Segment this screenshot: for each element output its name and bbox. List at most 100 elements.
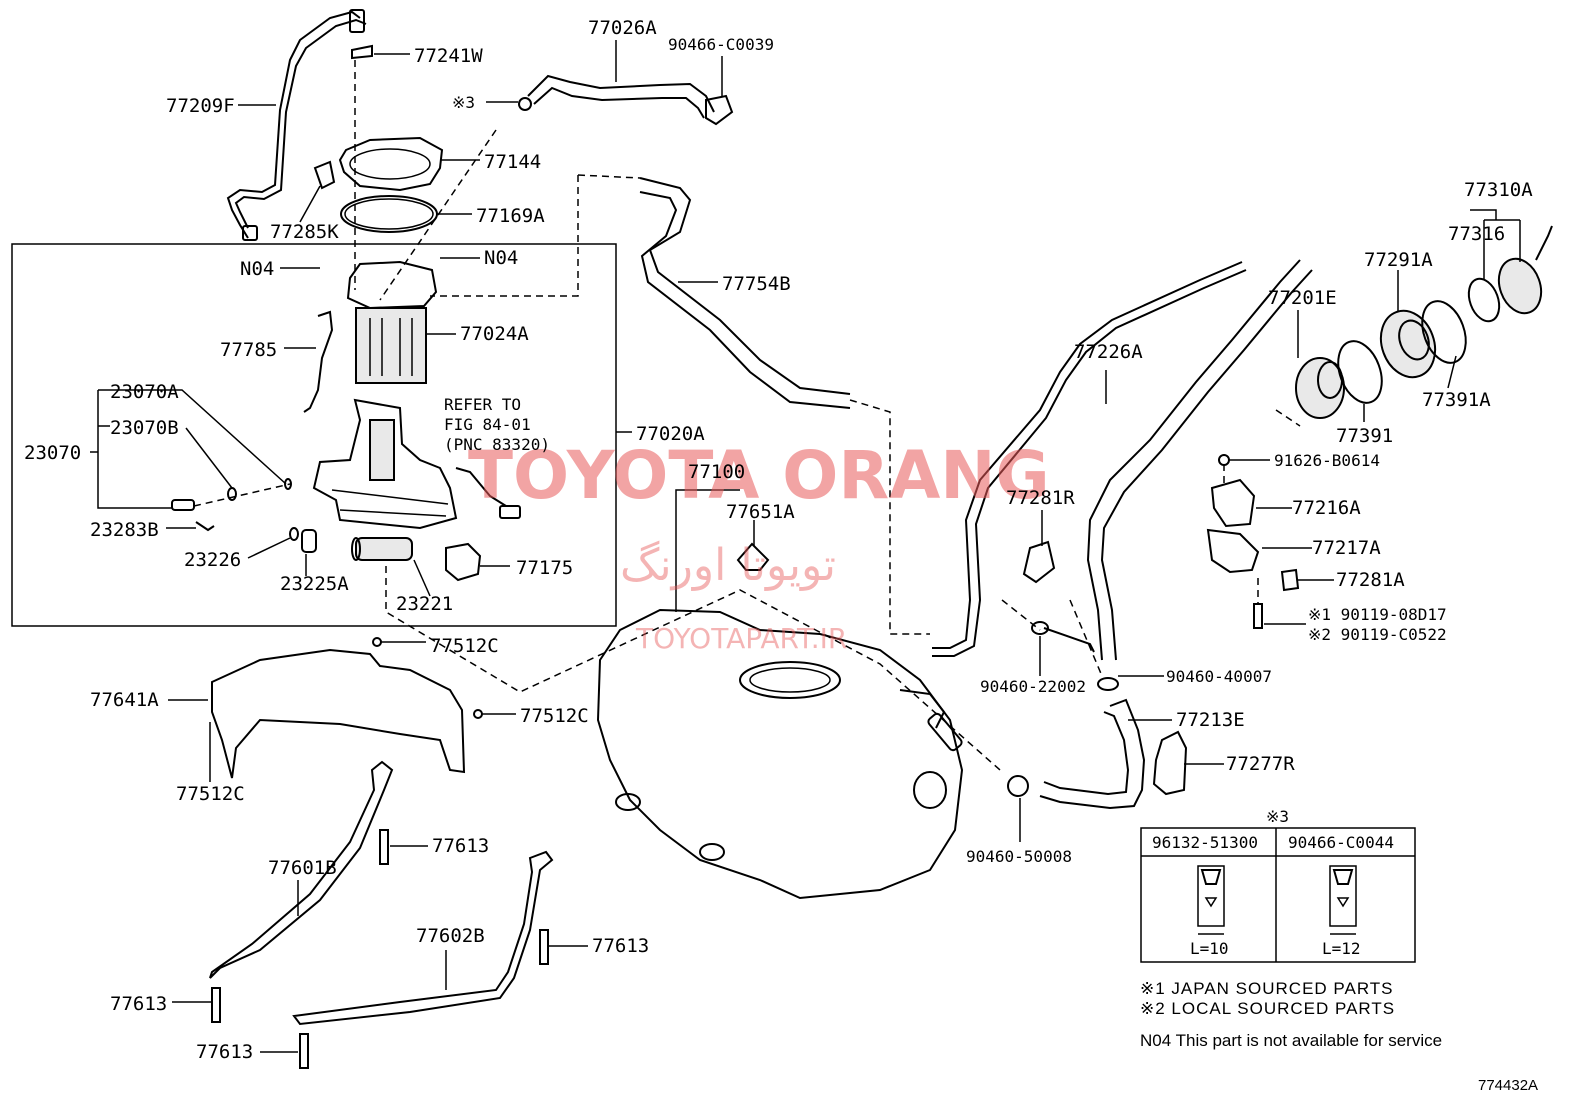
protector-77277R — [1152, 730, 1188, 796]
label-77601B: 77601B — [268, 857, 337, 879]
label-77213E: 77213E — [1176, 709, 1245, 731]
filter-parts-23070 — [171, 478, 317, 553]
label-23070A: 23070A — [110, 381, 179, 403]
clamp-table: ※3 96132-51300 90466-C0044 L=10 L=12 — [1140, 807, 1416, 963]
clip-77281R — [1022, 540, 1056, 584]
pump-module-77024A — [346, 260, 438, 384]
connector-77285K — [313, 160, 336, 190]
label-90460-50008: 90460-50008 — [966, 847, 1072, 866]
legend-notes: ※1 JAPAN SOURCED PARTS ※2 LOCAL SOURCED … — [1140, 979, 1538, 1094]
label-90466-C0039: 90466-C0039 — [668, 35, 774, 54]
table-col1-length: L=10 — [1190, 939, 1229, 958]
watermark-url: TOYOTAPART.IR — [635, 622, 847, 655]
label-77613-a: 77613 — [432, 835, 489, 857]
note-local-sourced: ※2 LOCAL SOURCED PARTS — [1140, 999, 1395, 1018]
label-77277R: 77277R — [1226, 753, 1295, 775]
label-90460-40007: 90460-40007 — [1166, 667, 1272, 686]
fuel-pump-23221 — [351, 537, 413, 561]
label-23283B: 23283B — [90, 519, 159, 541]
label-77241W: 77241W — [414, 45, 483, 67]
hose-77754B — [639, 177, 851, 409]
label-77285K: 77285K — [270, 221, 339, 243]
label-77613-d: 77613 — [196, 1041, 253, 1063]
retainer-ring-77144 — [338, 136, 444, 192]
connector-harness — [455, 467, 507, 507]
label-77512C-right: 77512C — [520, 705, 589, 727]
label-90460-22002: 90460-22002 — [980, 677, 1086, 696]
leader-lines — [90, 40, 1521, 1053]
label-77026A: 77026A — [588, 17, 657, 39]
label-refer-line1: REFER TO — [444, 395, 521, 414]
hose-small — [1043, 627, 1095, 653]
label-23226: 23226 — [184, 549, 241, 571]
label-23070: 23070 — [24, 442, 81, 464]
fuel-tank-77100 — [596, 608, 964, 900]
label-N04-right: N04 — [484, 247, 518, 269]
label-77602B: 77602B — [416, 925, 485, 947]
label-77316: 77316 — [1448, 223, 1505, 245]
label-77209F: 77209F — [166, 95, 235, 117]
clip-77281A — [1280, 568, 1300, 592]
bolt-90119 — [1253, 603, 1263, 629]
clip-77241W — [351, 44, 373, 60]
gasket-77169A — [340, 195, 438, 233]
label-91626-B0614: 91626-B0614 — [1274, 451, 1380, 470]
label-77169A: 77169A — [476, 205, 545, 227]
label-N04-left: N04 — [240, 258, 274, 280]
label-23070B: 23070B — [110, 417, 179, 439]
label-77613-b: 77613 — [592, 935, 649, 957]
note-japan-sourced: ※1 JAPAN SOURCED PARTS — [1140, 979, 1394, 998]
heat-protector-77641A — [211, 637, 483, 779]
clamp-90460-50008 — [1007, 775, 1029, 797]
hose-77026A — [518, 74, 734, 126]
label-77391A: 77391A — [1422, 389, 1491, 411]
label-77216A: 77216A — [1292, 497, 1361, 519]
label-refer-line3: (PNC 83320) — [444, 435, 550, 454]
label-90119-08D17: ※1 90119-08D17 — [1308, 605, 1447, 624]
label-23225A: 23225A — [280, 573, 349, 595]
table-title: ※3 — [1266, 807, 1289, 826]
label-77613-c: 77613 — [110, 993, 167, 1015]
label-77641A: 77641A — [90, 689, 159, 711]
clamp-90460-40007 — [1097, 677, 1119, 691]
figure-id: 774432A — [1478, 1077, 1538, 1094]
strap-77601B — [209, 760, 394, 979]
clamp-icon-1 — [1197, 865, 1225, 935]
label-90119-C0522: ※2 90119-C0522 — [1308, 625, 1447, 644]
pump-assembly-box-77020A — [11, 243, 617, 627]
table-col2-header: 90466-C0044 — [1288, 833, 1394, 852]
bracket-77175 — [445, 542, 482, 582]
table-col1-header: 96132-51300 — [1152, 833, 1258, 852]
label-77100: 77100 — [688, 461, 745, 483]
label-77310A: 77310A — [1464, 179, 1533, 201]
label-23221: 23221 — [396, 593, 453, 615]
label-77020A: 77020A — [636, 423, 705, 445]
label-77217A: 77217A — [1312, 537, 1381, 559]
label-77226A: 77226A — [1074, 341, 1143, 363]
label-77391: 77391 — [1336, 425, 1393, 447]
bolts-77613 — [211, 829, 549, 1069]
strap-77602B — [292, 850, 554, 1026]
clamp-90460-22002 — [1031, 621, 1049, 635]
bracket-77217A — [1206, 528, 1260, 574]
gasket-77391 — [1337, 340, 1383, 404]
pump-body — [312, 398, 458, 530]
hose-77213E — [1039, 698, 1146, 810]
part-labels: 77209F 77241W 77026A 90466-C0039 ※3 7714… — [24, 17, 1533, 1063]
label-refer-line2: FIG 84-01 — [444, 415, 531, 434]
fuel-cap-77310A — [1497, 225, 1553, 315]
ring-77291A — [1379, 309, 1437, 379]
label-77024A: 77024A — [460, 323, 529, 345]
cushion-77651A — [736, 542, 770, 571]
label-77281A: 77281A — [1336, 569, 1405, 591]
label-77785: 77785 — [220, 339, 277, 361]
label-mark3: ※3 — [452, 93, 475, 112]
dashed-guides — [193, 60, 1301, 771]
label-77754B: 77754B — [722, 273, 791, 295]
clamp-icon-2 — [1329, 865, 1357, 935]
note-n04: N04 This part is not available for servi… — [1140, 1031, 1442, 1050]
label-77281R: 77281R — [1006, 487, 1075, 509]
vent-tube-77209F — [226, 9, 367, 241]
table-col2-length: L=12 — [1322, 939, 1361, 958]
filler-pipe-77201E — [1086, 259, 1345, 661]
